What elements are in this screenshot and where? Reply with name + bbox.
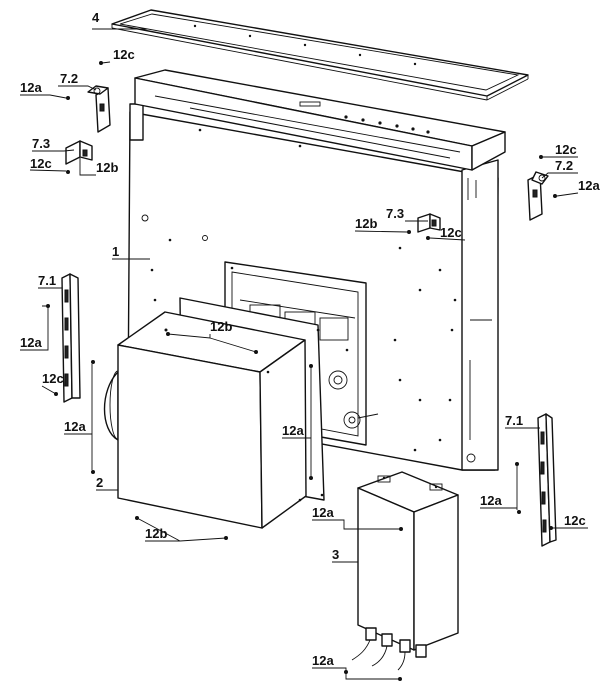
- screws: [46, 61, 557, 681]
- bracket-7-3-mid: [417, 213, 441, 233]
- label-7-3-left: 7.3: [32, 136, 50, 151]
- bracket-7-1-right: [537, 413, 557, 547]
- bracket-7-1-left: [61, 273, 81, 403]
- label-7-1-right: 7.1: [505, 413, 523, 428]
- fan-motor-box: [103, 297, 325, 529]
- label-12a-pcb-bottom: 12a: [312, 653, 334, 668]
- label-12a-right-bracket: 12a: [480, 493, 502, 508]
- label-12b-mid: 12b: [355, 216, 377, 231]
- label-part-1: 1: [112, 244, 119, 259]
- part-labels: 4 12c 12a 7.2 7.3 12c 12b 12c 7.2 12a 7.…: [20, 10, 600, 668]
- label-7-2-right: 7.2: [555, 158, 573, 173]
- label-7-1-left: 7.1: [38, 273, 56, 288]
- label-12c-left: 12c: [30, 156, 52, 171]
- label-12b-box-bottom: 12b: [145, 526, 167, 541]
- top-glass-panel: [111, 9, 529, 101]
- label-12c-mid: 12c: [440, 225, 462, 240]
- label-12a-left-bracket: 12a: [20, 335, 42, 350]
- label-12b-box-top: 12b: [210, 319, 232, 334]
- label-7-2-left: 7.2: [60, 71, 78, 86]
- label-12a-right: 12a: [578, 178, 600, 193]
- label-12c-right: 12c: [555, 142, 577, 157]
- label-12a-box-right: 12a: [282, 423, 304, 438]
- label-12a-box-left: 12a: [64, 419, 86, 434]
- label-12c-left-bracket: 12c: [42, 371, 64, 386]
- label-12c-right-bracket: 12c: [564, 513, 586, 528]
- label-12a-pcb-top: 12a: [312, 505, 334, 520]
- bracket-7-3-left: [65, 140, 93, 165]
- label-12b-left: 12b: [96, 160, 118, 175]
- pcb-control-box: [351, 471, 459, 671]
- label-part-3: 3: [332, 547, 339, 562]
- label-7-3-mid: 7.3: [386, 206, 404, 221]
- bracket-7-2-left: [87, 85, 111, 133]
- label-12a-top-left: 12a: [20, 80, 42, 95]
- label-12c-top: 12c: [113, 47, 135, 62]
- label-part-4: 4: [92, 10, 100, 25]
- label-part-2: 2: [96, 475, 103, 490]
- leader-lines: [20, 28, 588, 680]
- bracket-7-2-right: [527, 171, 549, 221]
